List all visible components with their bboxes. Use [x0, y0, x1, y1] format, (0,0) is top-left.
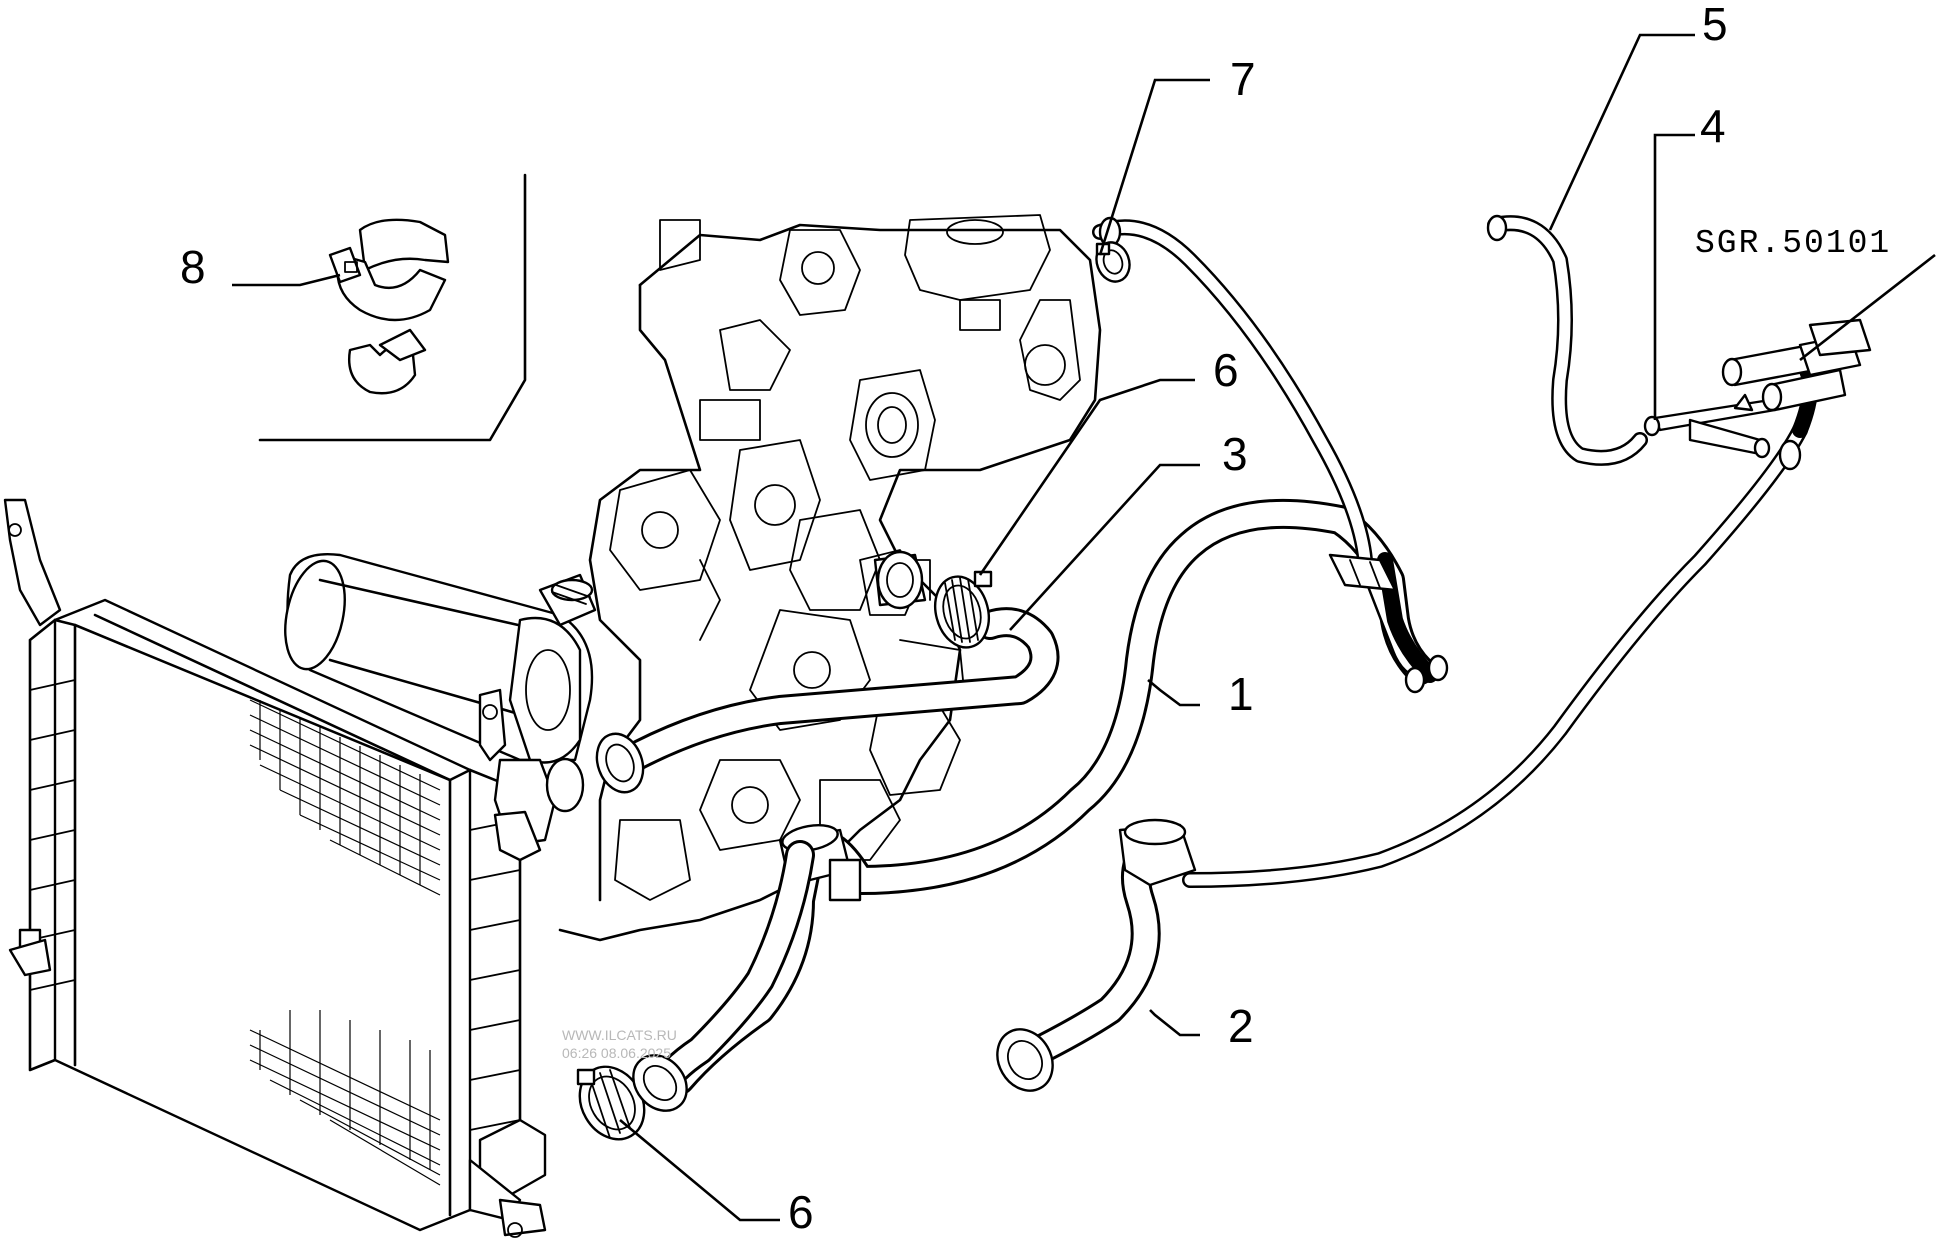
radiator — [3, 498, 547, 1238]
hose-part-3 — [595, 607, 1060, 794]
leader-lines — [232, 33, 1936, 1222]
sgr-reference-parts — [1721, 318, 1872, 412]
callout-5: 5 — [1702, 0, 1728, 50]
clamp-part-7 — [1095, 241, 1131, 283]
clamp-part-6-upper — [934, 570, 993, 649]
tee-fitting-part-4 — [1643, 393, 1777, 459]
hose-part-5 — [1486, 214, 1648, 466]
radiator-drain-plug — [498, 1198, 547, 1237]
leader-sgr — [1799, 253, 1936, 362]
hose-part-1-branch-end-a — [1427, 654, 1449, 682]
leader-7 — [1098, 78, 1210, 256]
leader-3 — [1009, 463, 1200, 631]
callout-labels: 1 2 3 4 5 6 6 7 8 SGR.50101 — [180, 0, 1891, 1238]
watermark-url: WWW.ILCATS.RU — [562, 1027, 677, 1043]
water-outlet-fitting — [873, 550, 927, 610]
leader-8 — [232, 273, 341, 287]
radiator-tank-ribs — [29, 679, 521, 1131]
leader-1 — [1147, 679, 1200, 707]
watermark: WWW.ILCATS.RU 06:26 08.06.2025 — [562, 1027, 677, 1061]
radiator-core-mesh-lower — [249, 1010, 441, 1186]
callout-2: 2 — [1228, 1000, 1254, 1052]
leader-6a — [978, 378, 1195, 576]
hose-part-1 — [632, 216, 1449, 1112]
callout-6-upper: 6 — [1213, 344, 1239, 396]
hose-part-5-end-a — [1486, 214, 1508, 242]
radiator-core-mesh-upper — [249, 699, 441, 896]
reference-code-label: SGR.50101 — [1695, 225, 1891, 262]
hose-part-1-clip — [1328, 553, 1397, 592]
callout-1: 1 — [1228, 668, 1254, 720]
callout-3: 3 — [1222, 428, 1248, 480]
leader-5 — [1548, 33, 1695, 231]
leader-4 — [1653, 133, 1695, 420]
hose-part-2-right-end — [1778, 439, 1802, 471]
hose-part-2 — [996, 352, 1818, 1092]
callout-8: 8 — [180, 241, 206, 293]
leader-6b — [619, 1119, 780, 1222]
clamp-detail-part-8 — [258, 173, 527, 442]
expansion-tank — [284, 553, 597, 862]
radiator-mount-bracket-top — [3, 498, 62, 627]
clamp-part-6-lower — [576, 1065, 646, 1141]
callout-4: 4 — [1700, 100, 1726, 152]
callout-6-lower: 6 — [788, 1186, 814, 1238]
callout-7: 7 — [1230, 53, 1256, 105]
watermark-timestamp: 06:26 08.06.2025 — [562, 1045, 671, 1061]
leader-2 — [1149, 1009, 1200, 1037]
hose-part-1-branch-end-b — [1404, 666, 1426, 694]
